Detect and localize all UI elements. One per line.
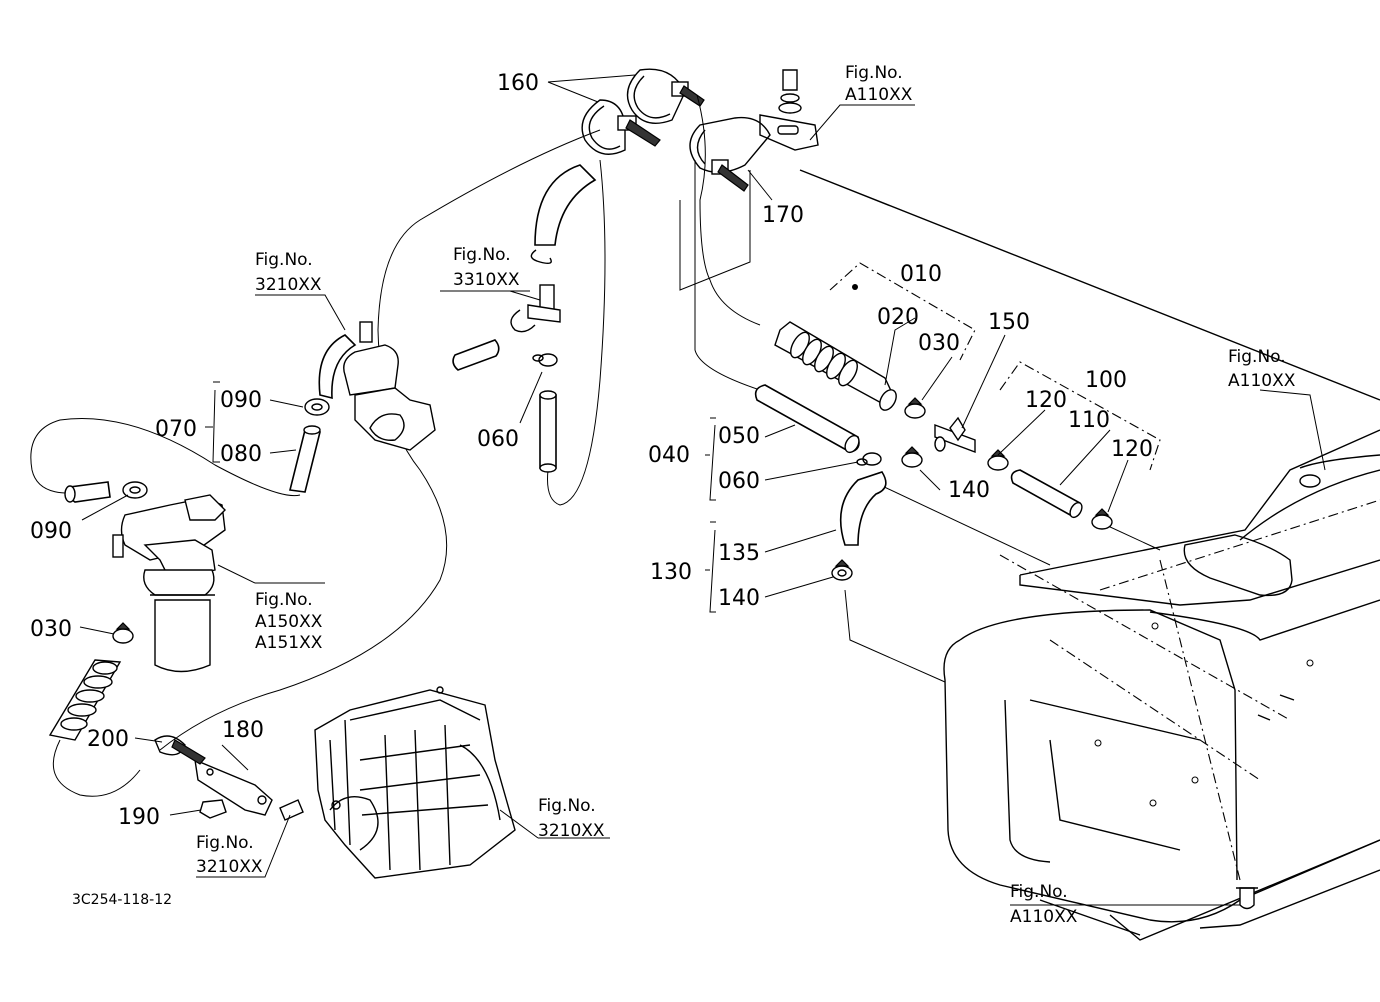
- hose-080: [289, 425, 321, 493]
- fig-label-a110-top: Fig.No.: [845, 63, 903, 83]
- fig-ref-a151: A151XX: [255, 633, 323, 653]
- callout-010: 010: [900, 262, 942, 287]
- fig-ref-3210-pump: 3210XX: [255, 275, 322, 295]
- callout-090a: 090: [30, 519, 72, 544]
- callout-140b: 140: [948, 478, 990, 503]
- cable-tie-160b: [626, 68, 705, 124]
- fig-ref-a110-right: A110XX: [1228, 371, 1296, 391]
- callout-200: 200: [87, 727, 129, 752]
- callout-110: 110: [1068, 408, 1110, 433]
- bracket-180: [194, 758, 273, 816]
- clamp-090a: [122, 481, 148, 499]
- return-tee-assy: [452, 164, 597, 473]
- clamp-120a: [987, 449, 1009, 471]
- callout-190: 190: [118, 805, 160, 830]
- leader-lines: [79, 74, 1326, 906]
- clamp-140a: [831, 559, 853, 581]
- fig-label-a110-bottom: Fig.No.: [1010, 882, 1068, 902]
- fig-ref-a110-bottom: A110XX: [1010, 907, 1078, 927]
- fig-label-3310: Fig.No.: [453, 245, 511, 265]
- transmission-case: [314, 686, 516, 879]
- drawing-code: 3C254-118-12: [72, 892, 172, 908]
- callout-170: 170: [762, 203, 804, 228]
- figure-references: Fig.No. A110XX Fig.No. 3310XX Fig.No. 32…: [196, 63, 1296, 927]
- clip-060: [856, 452, 882, 466]
- cable-tie-160a: [581, 99, 661, 155]
- clamp-030a: [112, 622, 134, 644]
- fig-label-a110-right: Fig.No.: [1228, 347, 1286, 367]
- clip-200: [154, 735, 206, 765]
- callout-030a: 030: [30, 617, 72, 642]
- callout-numbers: 160 170 010 020 030 150 100 120 110 120 …: [30, 71, 1153, 830]
- tank-drain-bolt: [1236, 887, 1258, 910]
- hose-135: [839, 471, 887, 546]
- fig-label-a150: Fig.No.: [255, 590, 313, 610]
- callout-180: 180: [222, 718, 264, 743]
- clamp-090b: [304, 398, 330, 416]
- fuel-lines: [30, 94, 1161, 797]
- clamp-030b: [904, 397, 926, 419]
- clamp-140b: [901, 446, 923, 468]
- fuel-filter-010: [774, 284, 897, 411]
- fig-ref-3210-case: 3210XX: [538, 821, 605, 841]
- callout-080: 080: [220, 442, 262, 467]
- callout-135: 135: [718, 541, 760, 566]
- tank-bracket: [759, 69, 819, 151]
- fig-ref-a150: A150XX: [255, 612, 323, 632]
- fig-ref-3210-bolt: 3210XX: [196, 857, 263, 877]
- fuel-pump: [289, 321, 436, 493]
- callout-060a: 060: [477, 427, 519, 452]
- callout-150: 150: [988, 310, 1030, 335]
- fig-ref-a110-top: A110XX: [845, 85, 913, 105]
- callout-030: 030: [918, 331, 960, 356]
- callout-050: 050: [718, 424, 760, 449]
- cable-tie-170: [679, 116, 771, 291]
- callout-120a: 120: [1025, 388, 1067, 413]
- callout-040: 040: [648, 443, 690, 468]
- fig-label-3210-case: Fig.No.: [538, 796, 596, 816]
- callout-060b: 060: [718, 469, 760, 494]
- callout-070: 070: [155, 417, 197, 442]
- clamp-120b: [1091, 508, 1113, 530]
- hose-left-090: [64, 481, 111, 503]
- fig-label-3210-pump: Fig.No.: [255, 250, 313, 270]
- fig-ref-3310: 3310XX: [453, 270, 520, 290]
- fig-label-3210-bolt: Fig.No.: [196, 833, 254, 853]
- stud-bolt: [279, 799, 304, 821]
- fuel-tank: [799, 169, 1380, 941]
- callout-020: 020: [877, 305, 919, 330]
- callout-100: 100: [1085, 368, 1127, 393]
- tee-150: [934, 416, 976, 454]
- hose-110: [1010, 469, 1083, 519]
- callout-090b: 090: [220, 388, 262, 413]
- callout-140a: 140: [718, 586, 760, 611]
- callout-120b: 120: [1111, 437, 1153, 462]
- nut-190: [199, 799, 227, 819]
- hose-050: [754, 384, 860, 454]
- filter-ribs: [790, 331, 858, 387]
- callout-160: 160: [497, 71, 539, 96]
- callout-130: 130: [650, 560, 692, 585]
- bellows-hose: [48, 659, 122, 741]
- water-separator: [64, 481, 226, 673]
